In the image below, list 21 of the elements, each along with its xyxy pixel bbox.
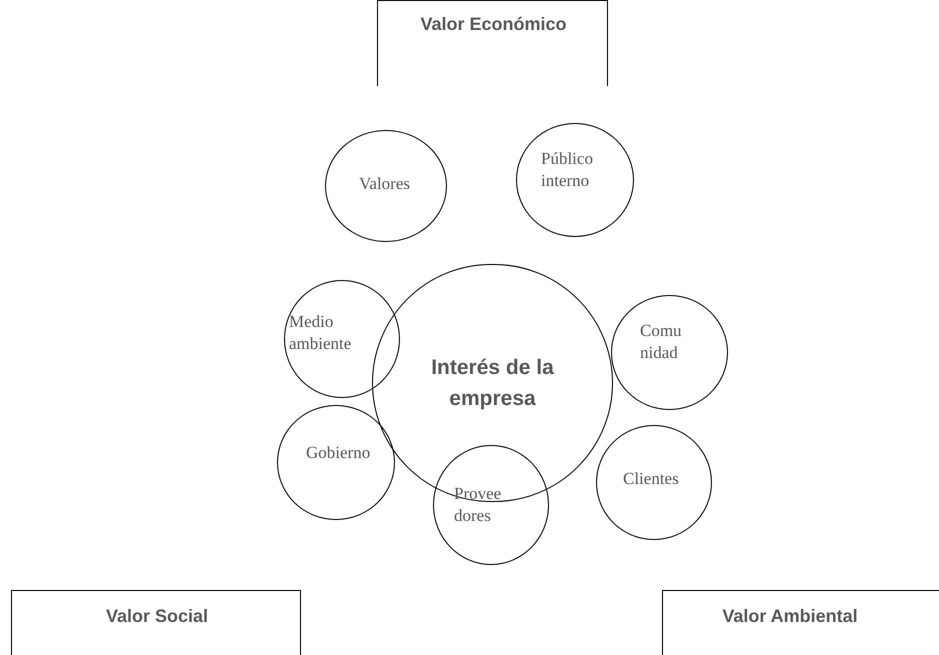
stakeholder-ellipse (516, 123, 634, 237)
box-label: Valor Ambiental (721, 605, 859, 628)
box-label: Valor Social (104, 605, 210, 628)
stakeholder-ellipse (433, 445, 549, 565)
stakeholder-ellipse (325, 130, 447, 242)
stakeholder-label: Comu nidad (640, 320, 683, 364)
stakeholder-ellipse (284, 280, 400, 398)
stakeholder-label: Gobierno (306, 442, 372, 464)
value-box (377, 0, 608, 86)
stakeholder-label: Clientes (623, 468, 680, 490)
stakeholder-ellipse (611, 295, 728, 410)
stakeholder-label: Público interno (541, 148, 594, 192)
value-box (11, 590, 301, 655)
hub-label: Interés de la empresa (430, 354, 555, 412)
stakeholder-ellipse (596, 425, 712, 540)
box-label: Valor Económico (419, 13, 568, 36)
value-box (662, 590, 939, 655)
stakeholder-label: Valores (359, 173, 411, 195)
stakeholder-ellipse (277, 405, 395, 520)
stakeholder-label: Provee dores (454, 483, 502, 528)
stakeholder-label: Medio ambiente (289, 311, 352, 356)
